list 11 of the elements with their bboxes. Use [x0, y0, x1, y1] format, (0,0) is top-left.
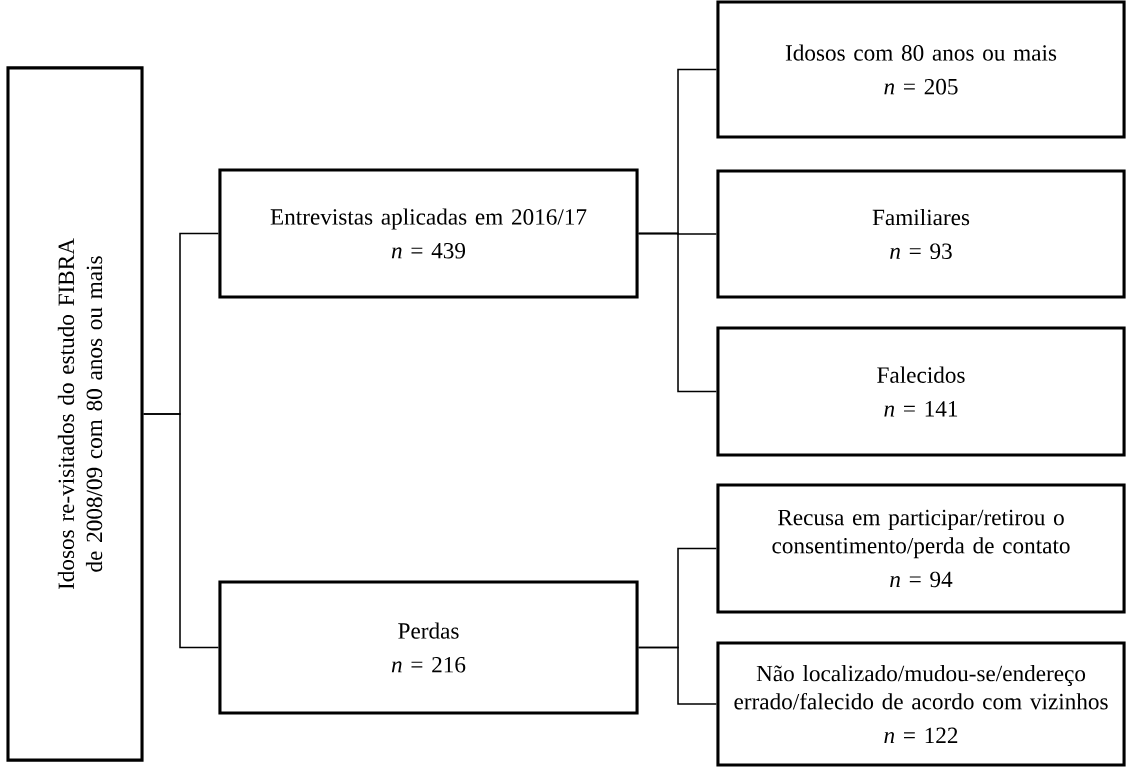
- process-box: Perdas n = 216: [218, 580, 639, 715]
- connector-line: [637, 232, 718, 393]
- process-box: Recusa em participar/retirou o consentimento/perda de contato n = 94: [716, 483, 1126, 614]
- connector-line: [142, 413, 220, 649]
- process-box: Não localizado/mudou-se/endereço errado/falecido de acordo com vizinhos n = 122: [716, 641, 1126, 767]
- process-box: Falecidos n = 141: [716, 326, 1126, 457]
- process-box: Idosos com 80 anos ou mais n = 205: [716, 0, 1126, 139]
- process-box: Familiares n = 93: [716, 169, 1126, 299]
- rotated-box: Idosos re-visitados do estudo FIBRA de 2008/09 com 80 anos ou mais: [6, 66, 144, 762]
- process-box: Entrevistas aplicadas em 2016/17 n = 439: [218, 168, 639, 299]
- connector-line: [637, 646, 718, 705]
